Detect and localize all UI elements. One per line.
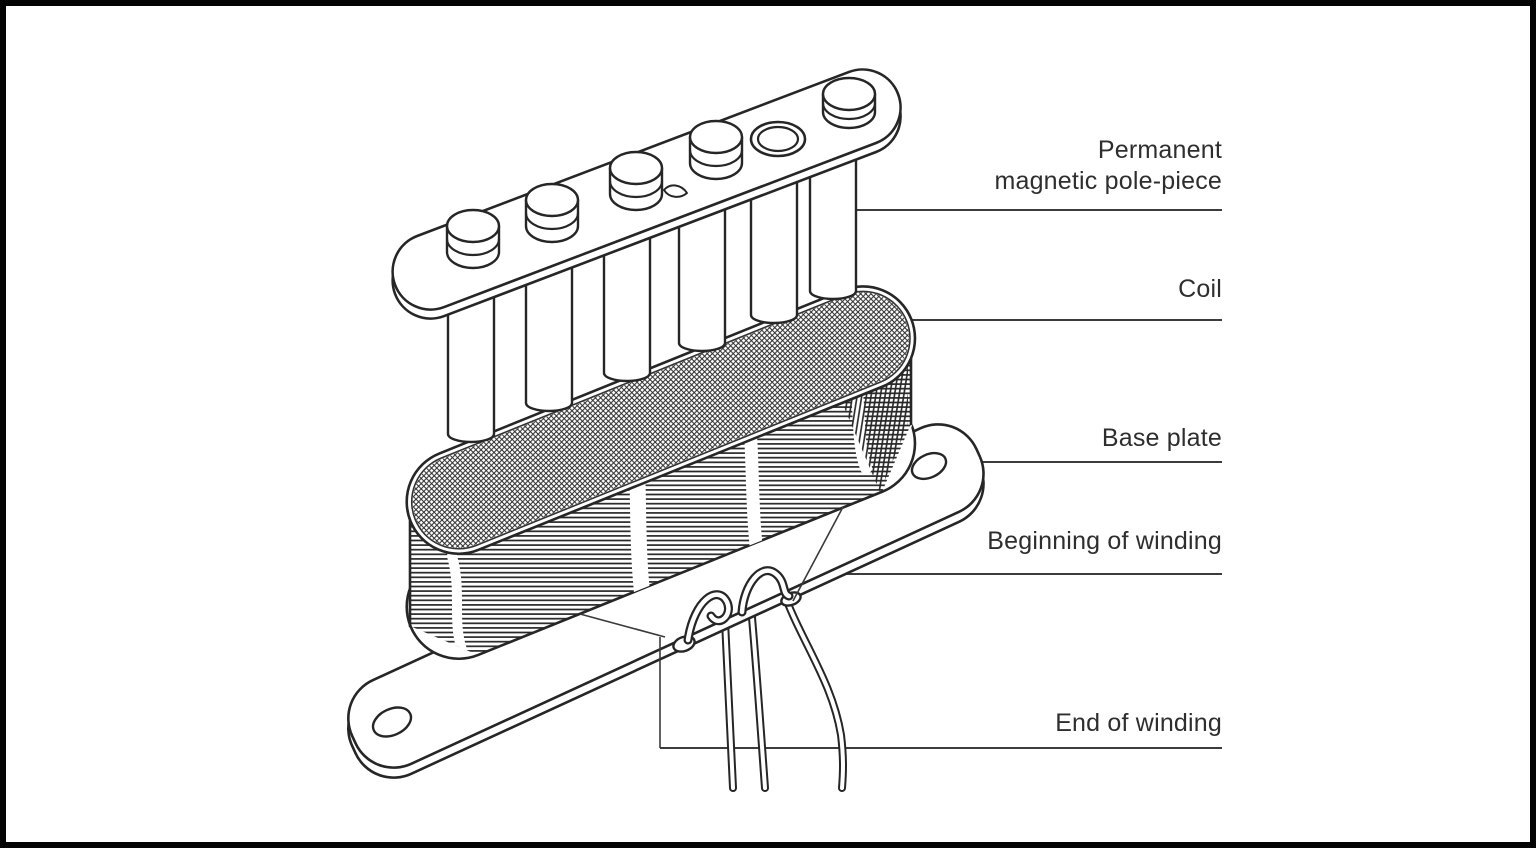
pole-piece-stub-3 [608,150,664,212]
pole-piece-stub-6 [821,76,877,130]
winding-wire-left [683,590,733,645]
label-pole-piece-line2: magnetic pole-piece [994,167,1222,195]
base-plate-hole-right [910,451,948,481]
pole-piece-cylinder-3 [602,215,652,383]
label-base-plate: Base plate [1102,424,1222,452]
pole-piece-stub-4 [688,119,744,181]
label-coil: Coil [1178,275,1222,303]
pole-piece-stubs [445,76,877,270]
winding-wire-right [737,566,794,617]
lead-wire-3 [778,584,847,792]
flatwork-tab [663,184,688,198]
wire-callout-line-coil-to-eyelet [579,613,666,638]
pole-piece-cylinder-1 [446,274,496,444]
label-end-of-winding: End of winding [1055,709,1222,737]
annotation-labels: Permanent magnetic pole-piece Coil Base … [987,136,1222,737]
label-pole-piece-line1: Permanent [1098,136,1222,164]
base-plate-hole-left [371,706,413,738]
pole-piece-cylinder-4 [677,187,727,353]
wire-callout-line-beginning [792,506,844,602]
label-beginning-of-winding: Beginning of winding [987,527,1222,555]
pole-piece-cylinder-5 [749,159,799,325]
pole-piece-hole-5 [749,120,807,158]
pole-piece-stub-2 [524,182,580,244]
pole-piece-cylinder-6 [808,137,858,301]
pole-piece-cylinder-2 [524,245,574,413]
pole-piece-cylinders [446,137,858,444]
callout-lines [579,506,844,748]
pole-piece-stub-1 [445,208,501,270]
